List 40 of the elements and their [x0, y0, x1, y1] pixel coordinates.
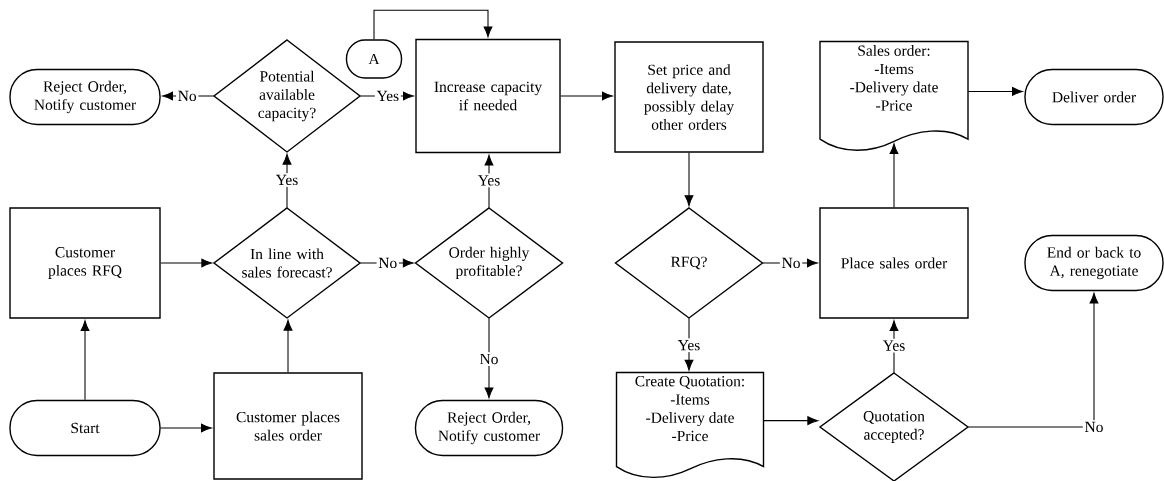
terminal-box: Deliver order — [1024, 68, 1164, 126]
arrow — [684, 317, 694, 371]
edge-label: No — [477, 352, 501, 366]
edge-label: Yes — [374, 89, 401, 103]
process-box: Place sales order — [819, 207, 969, 319]
arrow — [889, 320, 899, 374]
arrow — [373, 9, 493, 40]
arrow — [967, 292, 1099, 428]
process-box: Set price and delivery date, possibly delay other orders — [614, 41, 764, 153]
terminal-box: Reject Order, Notify customer — [414, 399, 564, 457]
arrow — [484, 317, 494, 399]
arrow — [560, 91, 613, 101]
arrow — [684, 152, 694, 207]
process-box: Customer places sales order — [213, 372, 363, 480]
arrow — [282, 153, 292, 209]
terminal-box: Start — [9, 399, 161, 457]
edge-label: Yes — [881, 338, 907, 353]
arrow — [967, 87, 1023, 96]
arrow — [160, 423, 212, 433]
edge-label: No — [779, 256, 803, 270]
edge-label: Yes — [476, 173, 502, 188]
terminal-box: End or back to A, renegotiate — [1024, 234, 1164, 292]
terminal-box: Reject Order, Notify customer — [9, 68, 161, 126]
arrow — [80, 320, 90, 401]
arrow — [763, 416, 819, 426]
edge-label: Yes — [274, 173, 300, 187]
edge-label: No — [1082, 420, 1106, 434]
process-box: Increase capacity if needed — [415, 38, 561, 154]
arrow — [283, 319, 293, 373]
edge-label: No — [175, 89, 199, 103]
arrow — [160, 258, 213, 268]
edge-label: No — [376, 256, 399, 270]
terminal-box: A — [345, 39, 403, 79]
arrow — [889, 143, 899, 208]
arrow — [359, 258, 414, 268]
edge-label: Yes — [676, 338, 702, 353]
process-box: Customer places RFQ — [9, 207, 161, 319]
arrow — [484, 154, 494, 209]
arrow — [162, 91, 215, 101]
arrow — [762, 258, 818, 268]
